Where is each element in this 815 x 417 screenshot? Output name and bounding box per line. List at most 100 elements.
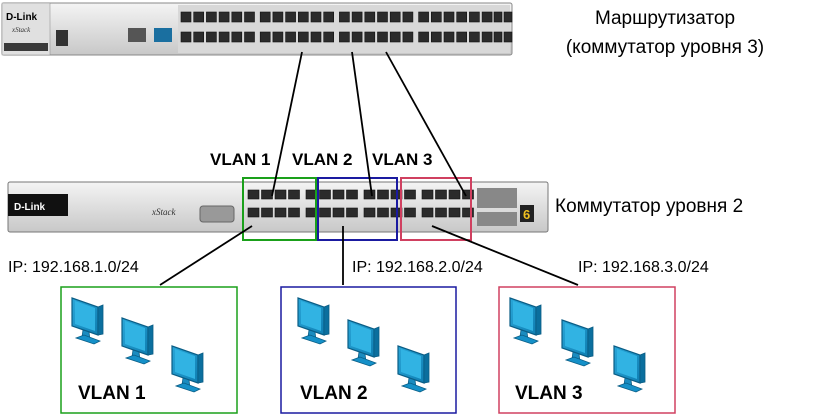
switch-icon: 6	[7, 181, 549, 233]
port	[351, 11, 363, 23]
switch-series: xStack	[151, 207, 176, 217]
port	[448, 189, 461, 200]
port	[231, 11, 243, 23]
port	[435, 189, 447, 200]
port	[346, 189, 358, 200]
port	[323, 31, 335, 43]
access-links	[159, 225, 579, 286]
port	[319, 189, 331, 200]
port	[377, 11, 388, 23]
port	[456, 11, 468, 23]
port	[297, 11, 309, 23]
port	[244, 31, 255, 43]
port	[218, 31, 230, 43]
port	[493, 31, 503, 43]
port	[418, 11, 429, 23]
port	[402, 31, 414, 43]
monitor-icon	[121, 317, 154, 365]
port	[259, 11, 271, 23]
port	[377, 189, 389, 200]
port	[180, 31, 192, 43]
port	[418, 31, 429, 43]
port	[259, 31, 271, 43]
switch-port-digit: 6	[523, 207, 530, 222]
port	[389, 31, 401, 43]
port	[493, 11, 503, 23]
vlan3-port-frame	[400, 177, 472, 241]
port	[346, 207, 358, 218]
router-label-line2: (коммутатор уровня 3)	[565, 37, 765, 58]
port	[481, 11, 493, 23]
router-label-line1: Маршрутизатор	[594, 8, 736, 29]
port	[261, 207, 273, 218]
port	[503, 31, 513, 43]
port	[443, 11, 455, 23]
port	[231, 31, 243, 43]
vlan3-group-label: VLAN 3	[515, 383, 583, 404]
vlan2-top-label: VLAN 2	[292, 150, 353, 169]
port	[274, 207, 287, 218]
port	[319, 207, 331, 218]
vlan3-group-frame	[498, 286, 676, 414]
port	[404, 189, 416, 200]
port	[332, 189, 345, 200]
port	[285, 31, 296, 43]
port	[503, 11, 513, 23]
port	[430, 31, 442, 43]
port	[421, 207, 434, 218]
vlan2-ip: IP: 192.168.2.0/24	[352, 259, 483, 276]
vlan3-ip: IP: 192.168.3.0/24	[578, 259, 709, 276]
port	[351, 31, 363, 43]
vlan1-group-label: VLAN 1	[78, 383, 146, 404]
port	[363, 189, 376, 200]
port	[274, 189, 287, 200]
vlan2-group-frame	[280, 286, 457, 414]
port	[193, 31, 204, 43]
port	[462, 189, 474, 200]
port	[285, 11, 296, 23]
router-brand: D-Link	[6, 12, 38, 23]
port	[435, 207, 447, 218]
port	[247, 189, 260, 200]
port	[339, 11, 350, 23]
port	[310, 31, 322, 43]
port	[456, 31, 468, 43]
vlan3-monitors	[509, 297, 646, 393]
router-series: xStack	[11, 26, 31, 34]
vlan2-group-label: VLAN 2	[300, 383, 368, 404]
monitor-icon	[397, 345, 430, 393]
port	[430, 11, 442, 23]
port	[272, 31, 284, 43]
switch-brand: D-Link	[14, 202, 46, 213]
port	[218, 11, 230, 23]
vlan3-top-label: VLAN 3	[372, 150, 433, 169]
port	[206, 31, 217, 43]
vlan1-group-frame	[60, 286, 238, 414]
port	[180, 11, 192, 23]
switch-label: Коммутатор уровня 2	[555, 196, 744, 217]
port	[402, 11, 414, 23]
port	[323, 11, 335, 23]
port	[481, 31, 493, 43]
vlan2-port-frame	[317, 177, 398, 241]
port	[448, 207, 461, 218]
port	[332, 207, 345, 218]
port	[339, 31, 350, 43]
port	[377, 31, 388, 43]
port	[272, 11, 284, 23]
port	[469, 11, 480, 23]
vlan1-port-frame	[242, 177, 317, 241]
port	[261, 189, 273, 200]
vlan1-ip: IP: 192.168.1.0/24	[8, 259, 139, 276]
port	[377, 207, 389, 218]
port	[247, 207, 260, 218]
port	[288, 207, 300, 218]
port	[364, 11, 376, 23]
port	[443, 31, 455, 43]
monitor-icon	[71, 297, 104, 345]
monitor-icon	[347, 319, 380, 367]
vlan1-top-label: VLAN 1	[210, 150, 271, 169]
port	[469, 31, 480, 43]
trunk-links	[271, 51, 467, 197]
port	[288, 189, 300, 200]
